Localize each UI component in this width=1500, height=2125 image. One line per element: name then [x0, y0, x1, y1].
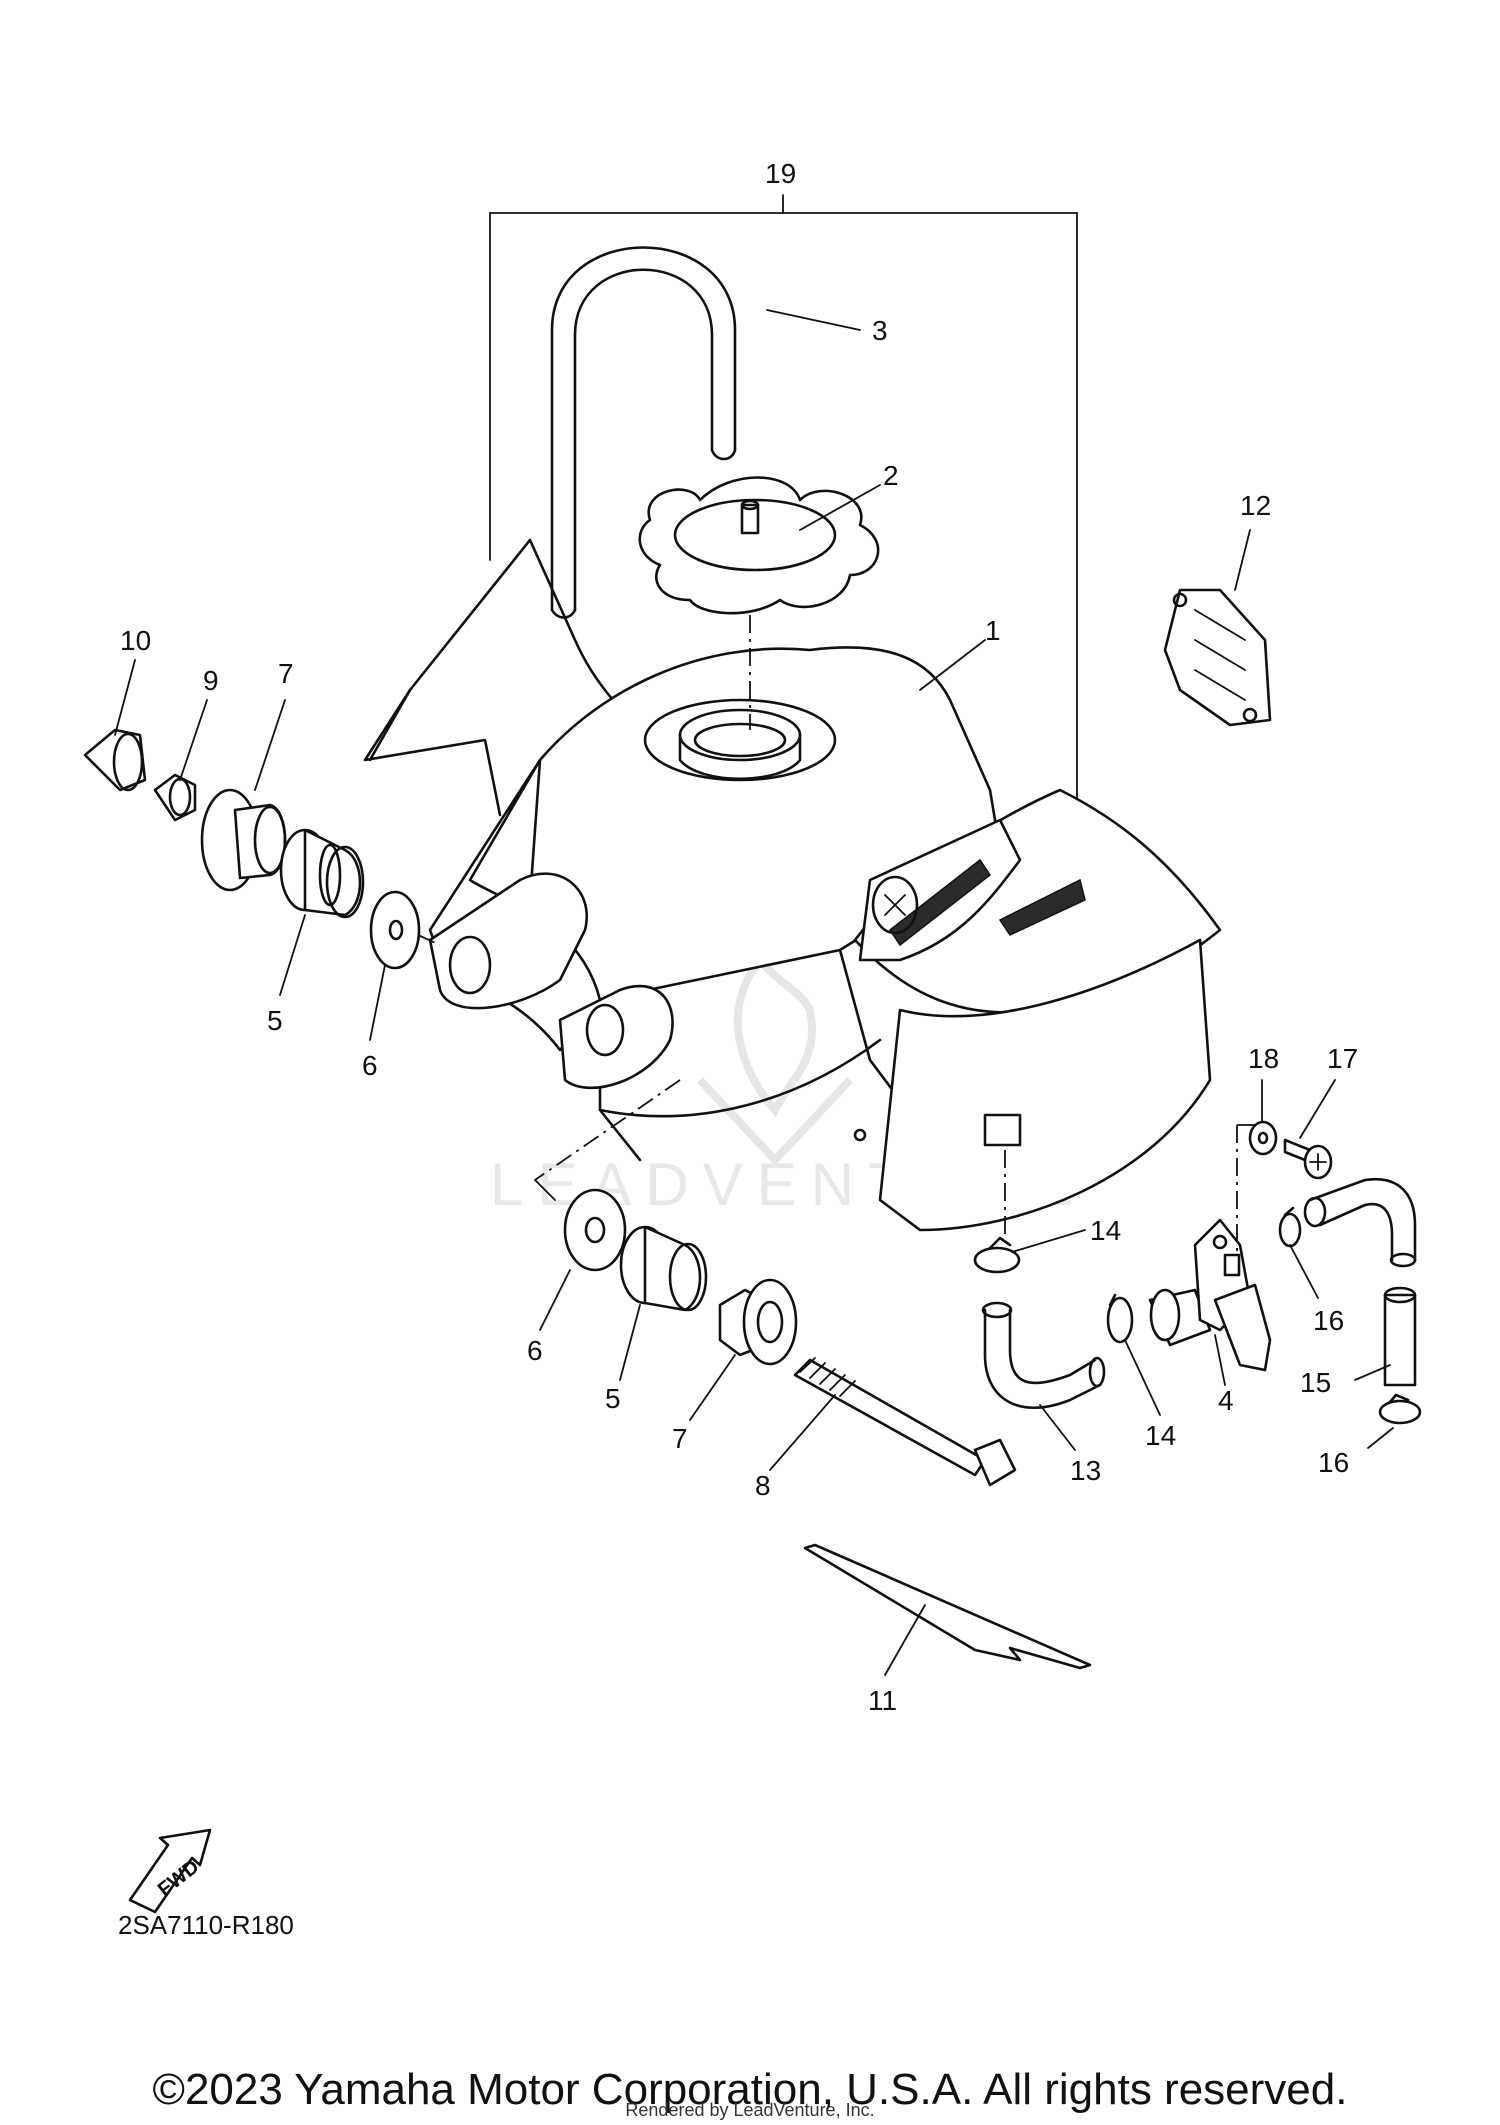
callout-11: 11: [868, 1685, 897, 1716]
callout-14-lower: 14: [1145, 1420, 1176, 1451]
diagram-code: 2SA7110-R180: [118, 1910, 294, 1940]
callout-5: 5: [267, 1005, 283, 1036]
damper-cap: [83, 728, 147, 792]
collar-left: [200, 788, 287, 892]
fuel-cock: [1148, 1218, 1272, 1372]
callout-16: 16: [1313, 1305, 1344, 1336]
fwd-arrow-icon: FWD: [128, 1828, 212, 1914]
watermark-flame-icon: [697, 953, 853, 1166]
clip-upper: [973, 1236, 1021, 1274]
washer-18: [1248, 1120, 1278, 1156]
callout-5-lower: 5: [605, 1383, 621, 1414]
callout-17: 17: [1327, 1043, 1358, 1074]
assembly-bracket: [489, 194, 1078, 821]
clip-16a: [1278, 1206, 1302, 1248]
breather-hose: [550, 246, 737, 619]
fuel-hose: [981, 1301, 1106, 1410]
callout-10: 10: [120, 625, 151, 656]
callout-labels: 19 3 2 12 1 10 9 7 5 6 18 17 14 16 15 6 …: [120, 158, 1358, 1716]
callout-9: 9: [203, 665, 219, 696]
washer-left: [369, 890, 421, 970]
fuel-tank: [428, 646, 1222, 1232]
callout-3: 3: [872, 315, 888, 346]
damper-left: [279, 828, 365, 919]
callout-12: 12: [1240, 490, 1271, 521]
fuel-cap: [638, 476, 880, 615]
clip-16b: [1378, 1393, 1422, 1425]
tank-pad: [803, 1543, 1092, 1670]
collar-nut: [153, 773, 197, 822]
screw-17: [1283, 1138, 1333, 1180]
clip-right: [1106, 1293, 1134, 1344]
callout-4: 4: [1218, 1385, 1234, 1416]
copyright-notice: ©2023 Yamaha Motor Corporation, U.S.A. A…: [152, 2065, 1348, 2114]
callout-19: 19: [765, 158, 796, 189]
damper-lower: [619, 1225, 708, 1312]
vent-pipe: [1383, 1286, 1417, 1387]
callout-7-lower: 7: [672, 1423, 688, 1454]
callout-7: 7: [278, 658, 294, 689]
callout-13: 13: [1070, 1455, 1101, 1486]
callout-2: 2: [883, 460, 899, 491]
callout-6: 6: [362, 1050, 378, 1081]
callout-15: 15: [1300, 1367, 1331, 1398]
callout-18: 18: [1248, 1043, 1279, 1074]
decal-part: [1163, 588, 1272, 727]
alignment-lines: [417, 615, 1255, 1255]
collar-lower: [718, 1278, 798, 1366]
leader-lines: [114, 309, 1394, 1676]
callout-6-lower: 6: [527, 1335, 543, 1366]
callout-1: 1: [985, 615, 1001, 646]
callout-14: 14: [1090, 1215, 1121, 1246]
alignment-elbow: [534, 1179, 556, 1201]
callout-8: 8: [755, 1470, 771, 1501]
callout-16-lower: 16: [1318, 1447, 1349, 1478]
rendered-by-credit: Rendered by LeadVenture, Inc.: [625, 2100, 875, 2120]
vent-hose: [1303, 1177, 1417, 1268]
mounting-bolt: [793, 1357, 1017, 1487]
washer-lower: [563, 1188, 627, 1272]
